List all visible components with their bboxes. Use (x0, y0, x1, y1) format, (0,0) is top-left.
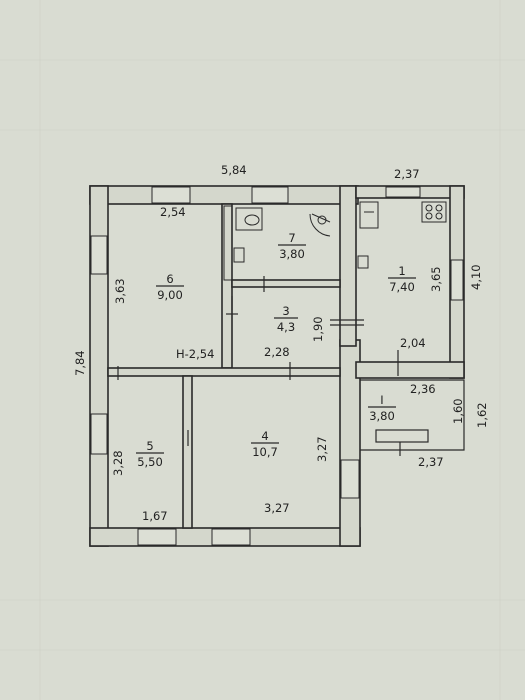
porch-label: I 3,80 (368, 393, 396, 423)
dim-porch-depth-b: 1,62 (475, 402, 489, 428)
dimension-labels: 5,84 2,37 7,84 4,10 1,60 1,62 2,37 2,54 … (73, 163, 489, 523)
dim-room6-height: 3,63 (113, 278, 127, 304)
room-area: 4,3 (277, 320, 295, 334)
dim-room3-height: 1,90 (311, 316, 325, 342)
room-area: 7,40 (389, 280, 415, 294)
dim-left-height: 7,84 (73, 350, 87, 376)
bath-icon (223, 205, 245, 281)
dim-room4-width: 3,27 (264, 501, 290, 515)
dim-room6-width: 2,54 (160, 205, 186, 219)
room-number: 3 (282, 304, 289, 318)
corridor-label: Н-2,54 (176, 347, 214, 361)
room-1-label: 1 7,40 (388, 264, 416, 294)
room-number: 6 (166, 272, 173, 286)
room-area: 10,7 (252, 445, 278, 459)
door-marks (117, 276, 399, 446)
dim-room1-height: 3,65 (429, 266, 443, 292)
room-area: 9,00 (157, 288, 183, 302)
outer-walls (89, 185, 465, 547)
dim-top-width: 5,84 (221, 163, 247, 177)
room-number: 5 (146, 439, 153, 453)
room-4-label: 4 10,7 (251, 429, 279, 459)
room-number: I (380, 393, 383, 407)
room-number: 4 (261, 429, 268, 443)
dim-room5-width: 1,67 (142, 509, 168, 523)
dim-room5-height: 3,28 (111, 450, 125, 476)
windows (90, 186, 464, 546)
room-area: 5,50 (137, 455, 163, 469)
interior-walls (107, 203, 341, 529)
toilet-icon (235, 207, 263, 231)
stove-icon (421, 201, 447, 223)
dim-hall-width: 2,28 (264, 345, 290, 359)
dim-right-upper: 4,10 (469, 264, 483, 290)
room-area: 3,80 (279, 247, 305, 261)
boiler-icon (309, 213, 331, 237)
dim-porch-width-top: 2,37 (394, 167, 420, 181)
dim-room1-bottom: 2,04 (400, 336, 426, 350)
dim-room1-outer: 2,36 (410, 382, 436, 396)
room-number: 1 (398, 264, 405, 278)
room-7-label: 7 3,80 (278, 231, 306, 261)
dim-porch-width-bottom: 2,37 (418, 455, 444, 469)
room-area: 3,80 (369, 409, 395, 423)
room-5-label: 5 5,50 (136, 439, 164, 469)
porch (360, 379, 465, 456)
sink-icon (359, 201, 379, 229)
room-6-label: 6 9,00 (156, 272, 184, 302)
dim-porch-depth-a: 1,60 (451, 398, 465, 424)
heater-icon (357, 255, 369, 269)
dim-room4-height: 3,27 (315, 436, 329, 462)
room-3-label: 3 4,3 (274, 304, 298, 334)
room-number: 7 (288, 231, 295, 245)
